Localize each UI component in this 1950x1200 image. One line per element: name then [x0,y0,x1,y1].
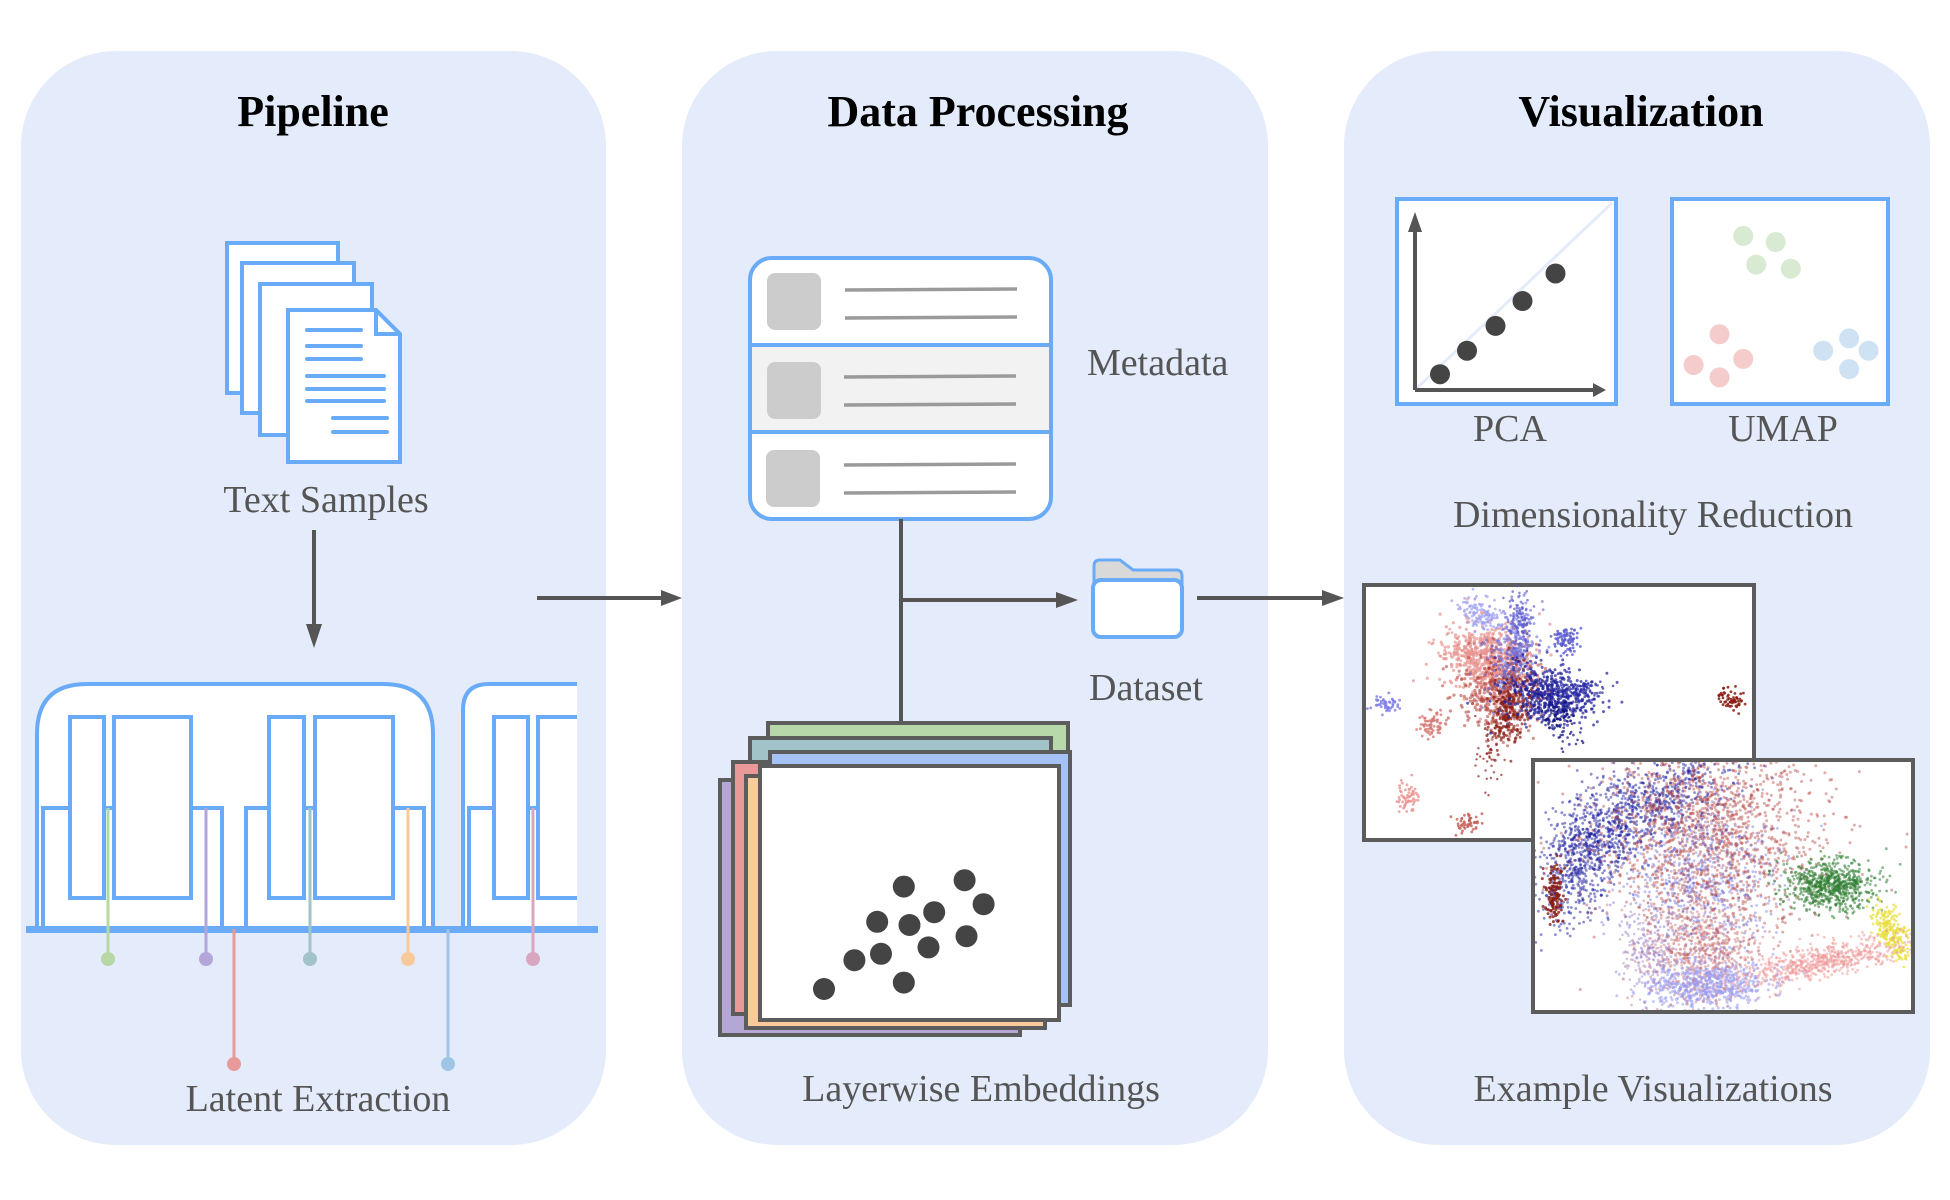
arrow-down-icon [306,530,322,648]
residual-stream [26,926,598,933]
probe [401,808,415,966]
transformer-layers [26,682,598,933]
x-axis-arrow-icon [1593,383,1606,397]
scatter-point [953,869,976,892]
scatter-point [1709,324,1730,345]
scatter-point [892,875,915,898]
mlp-box [313,715,395,900]
arrow-right-icon [1056,592,1078,608]
latent-extraction-label: Latent Extraction [186,1078,451,1120]
probe-dot [303,952,317,966]
probe-dot [441,1057,455,1071]
scatter-point [923,901,946,924]
attention-box [68,715,106,900]
layerwise-embeddings-label: Layerwise Embeddings [802,1068,1160,1110]
point-cloud [1366,584,1747,837]
scatter-point [1733,348,1754,369]
probe [441,929,455,1071]
scatter-point [1683,355,1704,376]
scatter-point [1839,359,1860,380]
dataset-folder-icon [1091,558,1184,639]
scatter-point [1733,225,1754,246]
umap-label: UMAP [1728,408,1838,450]
scatter-point [892,971,915,994]
scatter-point [1858,340,1879,361]
scatter-point [1746,254,1767,275]
transformer-block-partial [461,682,577,931]
scatter-point [1457,340,1477,361]
data-processing-title: Data Processing [827,87,1128,136]
dimensionality-reduction-label: Dimensionality Reduction [1453,494,1853,536]
document-fold-corner [374,310,400,336]
probe-dot [199,952,213,966]
text-samples-label: Text Samples [223,479,428,521]
scatter-point [972,893,995,916]
attention-box [267,715,306,900]
probe [303,808,317,966]
scatter-point [955,925,978,948]
probe [101,808,115,966]
scatter-point [1813,340,1834,361]
metadata-table-icon [748,256,1053,521]
mlp-box [536,715,577,900]
text-samples-icon [225,241,402,464]
attention-mlp-unit [244,715,426,929]
data-processing-panel: Data Processing [682,51,1268,1145]
pca-label: PCA [1473,408,1547,450]
metadata-row [767,362,1017,419]
metadata-label: Metadata [1087,342,1229,384]
probe [199,808,213,966]
example-visualization-2 [1531,758,1915,1014]
dataset-label: Dataset [1089,667,1203,709]
probe-dot [526,952,540,966]
attention-box [492,715,530,900]
scatter-point [1512,291,1533,312]
probe [227,929,241,1071]
arrow-right-icon [537,590,682,606]
scatter-point [870,942,892,965]
latent-probes [101,808,540,1071]
probe-dot [227,1057,241,1071]
connector [899,519,1078,725]
embedding-scatter [758,764,1061,1022]
probe [526,808,540,966]
attention-mlp-unit [41,715,224,929]
pipeline-panel: Pipeline Text Samples [21,51,606,1145]
scatter-point [1545,263,1566,284]
metadata-row [766,450,1017,507]
scatter-point [1765,232,1786,253]
probe-dot [401,952,415,966]
scatter-point [843,949,866,972]
arrow-right-icon [1197,590,1344,606]
mlp-box [112,715,193,900]
probe-dot [101,952,115,966]
scatter-point [866,910,889,933]
example-visualizations-label: Example Visualizations [1474,1068,1833,1110]
scatter-point [1839,328,1860,349]
scatter-point [898,914,921,936]
pca-plot [1395,197,1618,406]
umap-plot [1670,197,1890,406]
metadata-row [767,273,1018,330]
scatter-point [1780,258,1801,279]
visualization-panel: Visualization PCA UMAP Dimensionality Re… [1344,51,1930,1145]
scatter-point [917,936,940,959]
visualization-title: Visualization [1518,87,1763,136]
pipeline-title: Pipeline [237,87,389,136]
scatter-point [813,978,835,1000]
scatter-point [1709,367,1730,388]
scatter-point [1485,315,1506,336]
scatter-point [1430,364,1450,385]
point-cloud [1535,762,1911,1010]
y-axis-arrow-icon [1408,212,1422,232]
